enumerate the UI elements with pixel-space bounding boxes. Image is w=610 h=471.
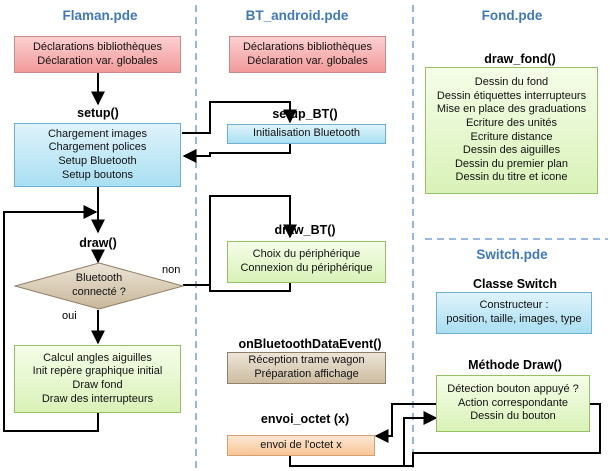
on-bluetooth-data-event-title: onBluetoothDataEvent() — [238, 337, 382, 351]
envoi-octet-title: envoi_octet (x) — [260, 412, 350, 426]
envoi-octet-box: envoi de l'octet x — [227, 435, 375, 456]
setup-line-2: Chargement polices — [48, 141, 147, 154]
arrow-return-to-method — [403, 411, 438, 466]
draw-bt-line-2: Connexion du périphérique — [240, 262, 373, 274]
flaman-decl-line-2: Déclaration var. globales — [37, 54, 158, 67]
header-fond: Fond.pde — [481, 8, 543, 23]
arrow-method-to-envoi — [374, 403, 436, 443]
header-bt-android: BT_android.pde — [245, 8, 349, 23]
arrow-setup-bt-return — [182, 144, 291, 163]
setup-bt-title: setup_BT() — [272, 107, 338, 121]
label-non: non — [162, 264, 181, 276]
event-line-1: Réception trame wagon — [248, 354, 365, 367]
fond-line-1: Dessin du fond — [474, 76, 549, 89]
fond-line-4: Ecriture des unités — [465, 116, 558, 129]
event-line-2: Préparation affichage — [254, 368, 359, 380]
draw-line-4: Draw des interrupteurs — [41, 392, 154, 405]
flaman-setup-title: setup() — [77, 106, 119, 120]
bt-decl-line-2: Déclaration var. globales — [247, 54, 368, 67]
fond-line-3: Mise en place des graduations — [436, 103, 587, 116]
class-switch-title: Classe Switch — [472, 277, 558, 291]
method-line-3: Dessin du bouton — [470, 410, 556, 423]
constructor-line-2: position, taille, images, type — [446, 313, 582, 325]
bluetooth-connected-decision — [14, 262, 184, 310]
arrow-setup-to-setup-bt — [182, 101, 297, 134]
envoi-line-1: envoi de l'octet x — [260, 438, 342, 451]
switch-method-draw-box: Détection bouton appuyé ? Action corresp… — [436, 375, 590, 432]
decision-text: Bluetooth connecté ? — [44, 271, 154, 299]
setup-bt-line-1: Initialisation Bluetooth — [252, 127, 360, 140]
fond-line-8: Dessin du titre et icone — [455, 171, 568, 184]
draw-bt-title: draw_BT() — [274, 223, 336, 237]
draw-fond-box: Dessin du fond Dessin étiquettes interru… — [425, 67, 598, 194]
draw-line-2: Init repère graphique initial — [32, 365, 163, 378]
fond-line-2: Dessin étiquettes interrupteurs — [436, 89, 587, 102]
draw-bt-box: Choix du périphérique Connexion du périp… — [227, 241, 386, 283]
header-flaman: Flaman.pde — [62, 8, 138, 23]
draw-bt-line-1: Choix du périphérique — [252, 248, 361, 261]
arrow-envoi-return — [289, 403, 601, 467]
label-oui: oui — [62, 310, 77, 322]
setup-bt-box: Initialisation Bluetooth — [227, 124, 386, 144]
header-switch: Switch.pde — [476, 247, 548, 262]
flaman-decl-line-1: Déclarations bibliothèques — [32, 40, 163, 53]
fond-line-5: Ecriture distance — [470, 130, 553, 143]
setup-line-1: Chargement images — [47, 127, 148, 140]
switch-constructor-box: Constructeur : position, taille, images,… — [436, 292, 592, 334]
draw-fond-title: draw_fond() — [484, 52, 556, 66]
constructor-line-1: Constructeur : — [479, 299, 549, 312]
setup-line-4: Setup boutons — [62, 168, 133, 181]
method-draw-title: Méthode Draw() — [468, 358, 562, 372]
draw-line-3: Draw fond — [72, 379, 123, 391]
bt-decl-line-1: Déclarations bibliothèques — [242, 40, 373, 53]
draw-line-1: Calcul angles aiguilles — [43, 351, 152, 364]
fond-line-6: Dessin des aiguilles — [462, 144, 561, 157]
fond-line-7: Dessin du premier plan — [454, 157, 569, 170]
arrow-draw-bt-return — [209, 283, 291, 292]
bt-declarations-box: Déclarations bibliothèques Déclaration v… — [229, 36, 386, 73]
flaman-declarations-box: Déclarations bibliothèques Déclaration v… — [14, 36, 181, 73]
loop-back-arrow — [3, 205, 99, 432]
on-bluetooth-data-event-box: Réception trame wagon Préparation affich… — [227, 352, 386, 384]
flaman-draw-title: draw() — [79, 236, 117, 250]
arrow-non-to-draw-bt — [183, 195, 297, 286]
method-line-1: Détection bouton appuyé ? — [447, 383, 579, 396]
decision-line-2: connecté ? — [72, 286, 126, 298]
decision-line-1: Bluetooth — [75, 272, 123, 284]
method-line-2: Action correspondante — [457, 396, 569, 409]
flaman-draw-box: Calcul angles aiguilles Init repère grap… — [14, 345, 181, 413]
setup-line-3: Setup Bluetooth — [58, 155, 137, 167]
flaman-setup-box: Chargement images Chargement polices Set… — [14, 123, 181, 187]
